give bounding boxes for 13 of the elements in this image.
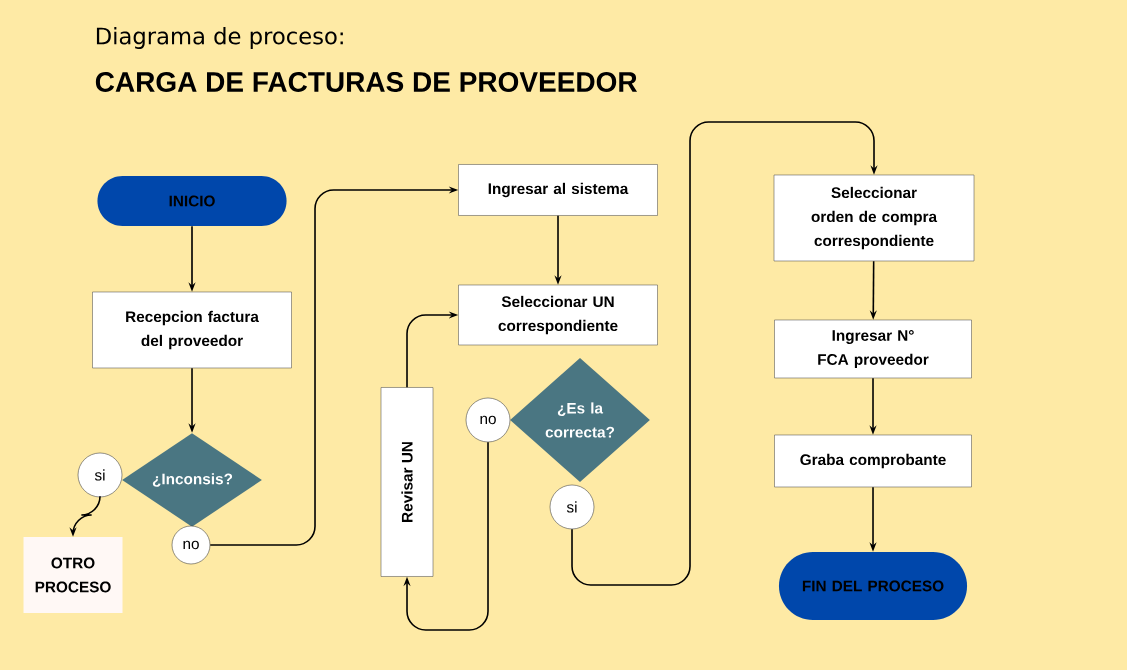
title: CARGA DE FACTURAS DE PROVEEDOR (95, 72, 638, 92)
process-box: Recepcion factura del proveedor (92, 291, 292, 369)
process-box: Graba comprobante (774, 434, 972, 488)
arrow (571, 121, 878, 586)
process-box: Seleccionar orden de compra correspondiente (773, 174, 975, 262)
terminal-pill: FIN DEL PROCESO (778, 552, 968, 620)
process-box: Ingresar al sistema (458, 164, 658, 216)
process-box: Seleccionar UN correspondiente (458, 284, 658, 346)
arrow (403, 441, 489, 631)
process-box: OTRO PROCESO (23, 537, 123, 613)
subtitle: Diagrama de proceso: (96, 27, 343, 49)
process-box: Revisar UN (380, 387, 434, 577)
process-box: Ingresar N° FCA proveedor (774, 319, 972, 379)
